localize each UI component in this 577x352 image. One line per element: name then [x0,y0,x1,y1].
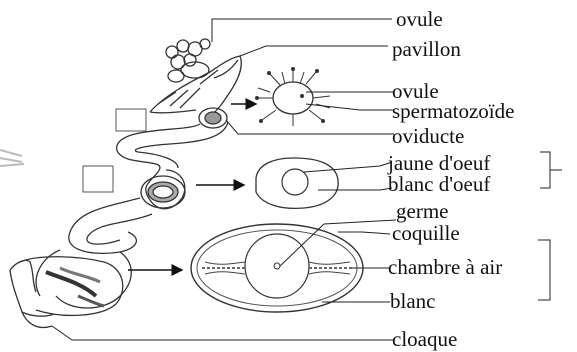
label-pavillon: pavillon [392,37,461,61]
label-ovule-top: ovule [396,7,443,31]
label-germe: germe [396,199,448,223]
uterus [20,257,123,316]
egg-yolk-white [256,158,338,208]
label-blanc-oeuf: blanc d'oeuf [388,172,490,196]
complete-egg [191,224,363,312]
label-blanc: blanc [390,289,435,313]
left-edge-arrow [0,150,24,166]
fertilization-ovum [273,82,313,114]
answer-box-1[interactable] [116,109,146,131]
egg-in-oviduct [141,176,185,208]
pavillon [150,56,241,114]
label-coquille: coquille [392,221,460,245]
label-spermatozoide: spermatozoïde [392,99,514,123]
answer-box-2[interactable] [83,166,113,192]
brackets [538,152,562,300]
label-cloaque: cloaque [392,327,457,351]
label-chambre-air: chambre à air [388,255,502,279]
label-oviducte: oviducte [392,124,464,148]
